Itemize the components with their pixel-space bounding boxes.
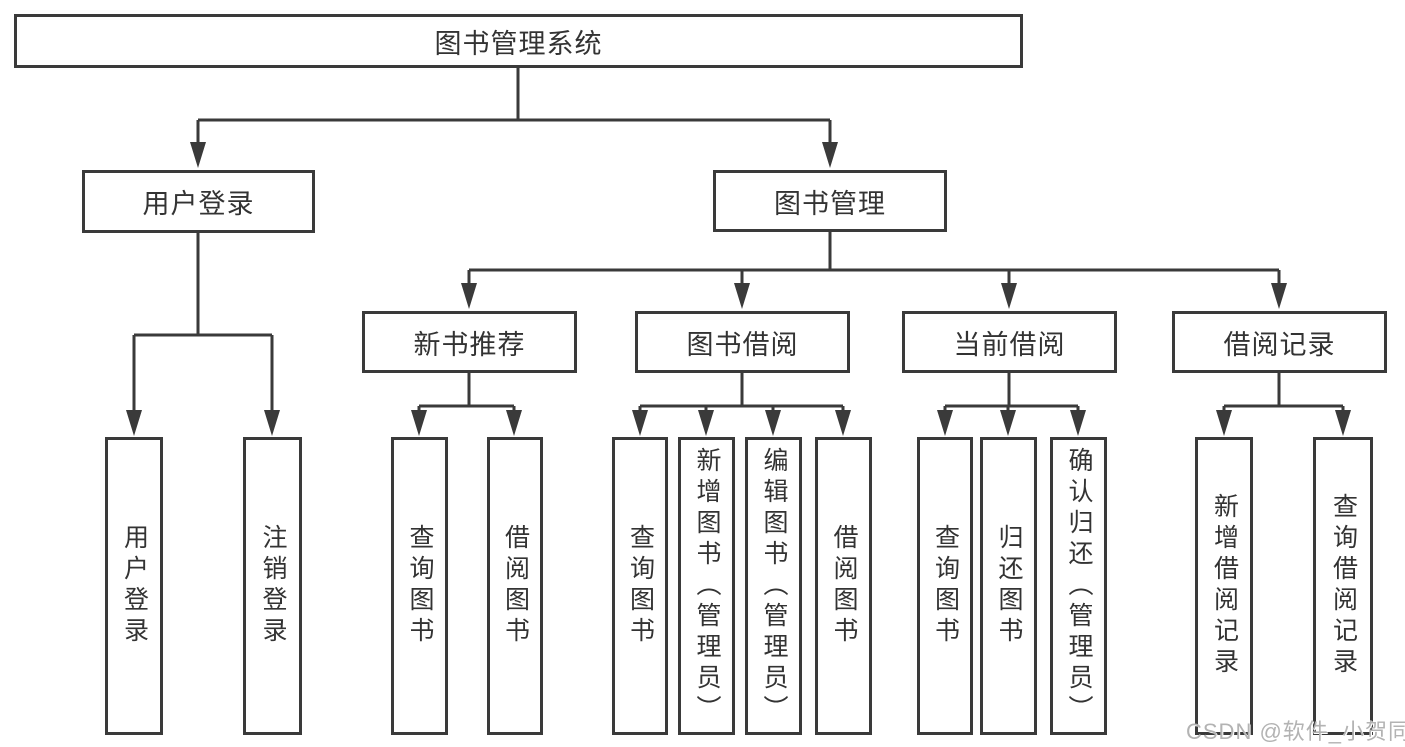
node-edit-book-admin: 编辑图书（管理员） — [745, 437, 802, 735]
node-user-login-action-label: 用户登录 — [120, 524, 149, 648]
node-query-books-borrow-label: 查询图书 — [626, 524, 655, 648]
node-return-books: 归还图书 — [980, 437, 1037, 735]
node-book-management-label: 图书管理 — [774, 188, 886, 219]
node-query-books-current-label: 查询图书 — [931, 524, 960, 648]
node-borrow-books-recommend-label: 借阅图书 — [501, 524, 530, 648]
node-logout-label: 注销登录 — [259, 524, 287, 648]
node-book-borrow-label: 图书借阅 — [686, 329, 799, 360]
node-query-books-borrow: 查询图书 — [612, 437, 668, 735]
node-borrow-records: 借阅记录 — [1172, 311, 1387, 373]
node-add-book-admin-label: 新增图书（管理员） — [693, 446, 721, 726]
node-root: 图书管理系统 — [14, 14, 1023, 68]
node-query-borrow-record: 查询借阅记录 — [1313, 437, 1373, 735]
node-query-books-recommend-label: 查询图书 — [406, 524, 434, 648]
node-current-borrow: 当前借阅 — [902, 311, 1117, 373]
node-new-book-recommend: 新书推荐 — [362, 311, 577, 373]
node-book-management: 图书管理 — [713, 170, 947, 232]
node-query-books-current: 查询图书 — [917, 437, 973, 735]
node-user-login: 用户登录 — [82, 170, 315, 233]
node-query-books-recommend: 查询图书 — [391, 437, 448, 735]
node-confirm-return-admin-label: 确认归还（管理员） — [1065, 446, 1093, 726]
node-root-label: 图书管理系统 — [434, 28, 603, 59]
arrowheads — [126, 142, 1351, 436]
node-add-borrow-record-label: 新增借阅记录 — [1210, 493, 1239, 679]
watermark: CSDN @软件_小贺同学 — [1186, 719, 1405, 744]
node-return-books-label: 归还图书 — [995, 524, 1023, 648]
node-user-login-label: 用户登录 — [142, 189, 255, 219]
node-logout: 注销登录 — [243, 437, 302, 735]
node-borrow-books-recommend: 借阅图书 — [487, 437, 543, 735]
node-borrow-books-action-label: 借阅图书 — [830, 524, 858, 648]
node-borrow-books-action: 借阅图书 — [815, 437, 872, 735]
node-add-borrow-record: 新增借阅记录 — [1195, 437, 1253, 735]
node-confirm-return-admin: 确认归还（管理员） — [1050, 437, 1107, 735]
node-borrow-records-label: 借阅记录 — [1223, 329, 1336, 360]
node-new-book-recommend-label: 新书推荐 — [413, 329, 526, 360]
node-user-login-action: 用户登录 — [105, 437, 163, 735]
node-query-borrow-record-label: 查询借阅记录 — [1329, 493, 1358, 679]
node-current-borrow-label: 当前借阅 — [953, 329, 1066, 360]
node-edit-book-admin-label: 编辑图书（管理员） — [760, 446, 788, 726]
node-book-borrow: 图书借阅 — [635, 311, 850, 373]
node-add-book-admin: 新增图书（管理员） — [678, 437, 735, 735]
